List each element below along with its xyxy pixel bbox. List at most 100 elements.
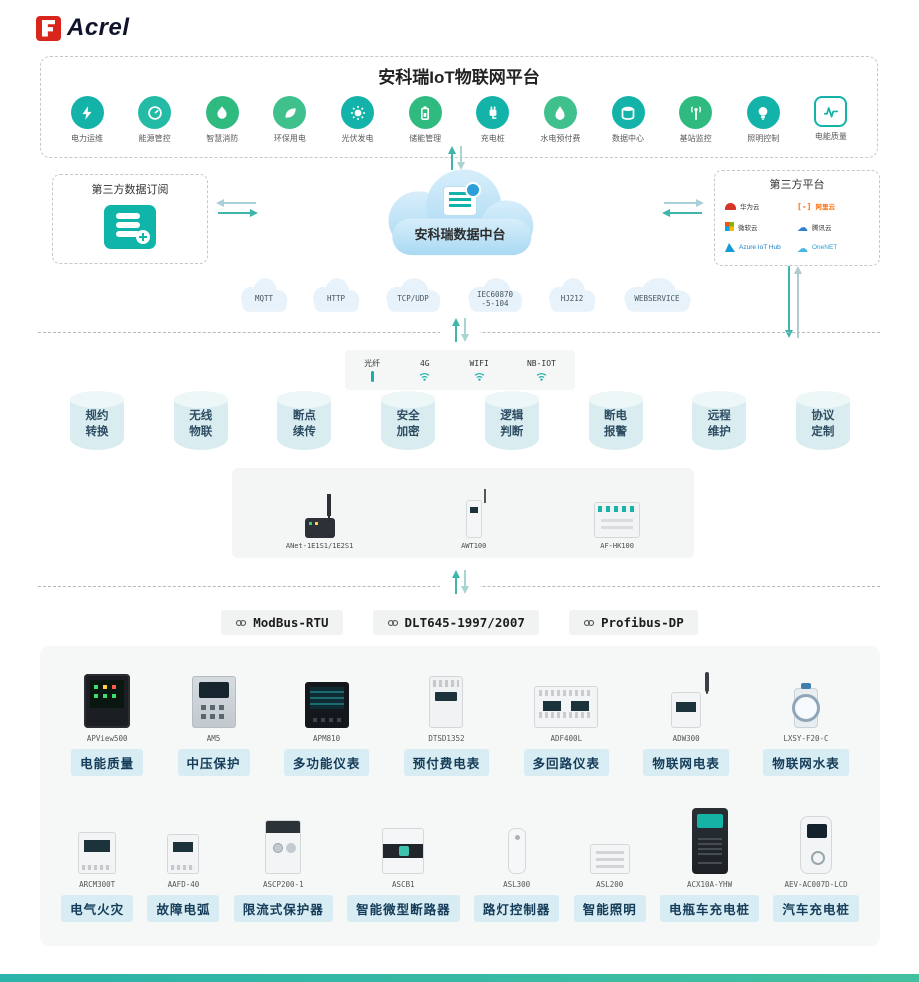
device-model: ARCM300T [79,880,116,889]
device-model: ACX10A-YHW [686,880,733,889]
updown-arrow-icon [440,316,480,349]
provider-microsoft: 微软云 [725,217,797,238]
platform-app: 光伏发电 [328,96,388,144]
device-image-apm810 [304,682,349,728]
device-model: ASCP200-1 [262,880,304,889]
device-card: AAFD-40 故障电弧 [147,808,220,922]
bus-protocols-row: ModBus-RTU DLT645-1997/2007 Profibus-DP [0,610,919,635]
capability-cylinder: 断电报警 [588,391,643,450]
platform-app: 智慧消防 [192,96,252,144]
protocol-cloud: MQTT [234,276,294,316]
platform-app: 照明控制 [733,96,793,144]
device-image-asl200 [589,844,630,874]
device-image-adf400l [534,686,599,728]
device-model: AAFD-40 [167,880,200,889]
device-label: 电瓶车充电桩 [660,895,760,922]
connectivity-fiber: 光纤 [364,358,380,383]
device-image-aev-ac007d-lcd [800,816,833,874]
device-model: ASCB1 [392,880,415,889]
acrel-logo: Acrel [36,14,130,42]
provider-name: 阿里云 [815,204,835,212]
protocol-cloud: IEC60870 -5-104 [460,276,530,316]
gateway-anet: ANet-1E1S1/1E2S1 [286,486,353,550]
provider-name: Azure IoT Hub [739,244,781,252]
pv-generation-icon [341,96,374,129]
device-image-ascb1 [382,828,425,874]
device-label: 智能微型断路器 [347,895,460,922]
device-image-arcm300t [78,832,117,874]
device-model: ASL200 [596,880,624,889]
device-card: APView500 电能质量 [71,662,144,776]
platform-app: 储能管理 [395,96,455,144]
tencent-cloud-logo [797,218,808,236]
device-image-asl300 [507,828,526,874]
device-label: 物联网水表 [763,749,849,776]
alibaba-cloud-logo: [-] [797,201,812,211]
provider-onenet: OneNET [797,237,869,258]
server-icon [443,182,481,216]
third-party-platform-title: 第三方平台 [769,179,825,191]
device-label: 物联网电表 [643,749,729,776]
platform-providers: 华为云 微软云 Azure IoT Hub [-] 阿里云 腾讯云 OneNET [715,192,879,262]
platform-box: 安科瑞IoT物联网平台 电力运维 能源管控 智慧消防 环保用电 光伏发电 [40,56,878,158]
prepay-icon [543,96,577,129]
updown-arrow-icon [444,144,468,177]
device-model: LXSY-F20-C [783,734,829,743]
microsoft-cloud-logo [725,222,734,232]
protocol-cloud: WEBSERVICE [614,276,700,316]
device-card: ADF400L 多回路仪表 [523,662,610,776]
data-hub-cloud: 安科瑞数据中台 [366,164,554,266]
device-image-am5 [191,676,236,728]
footer-bar [0,974,919,982]
provider-name: 微软云 [738,224,758,232]
platform-app: 能源管控 [125,96,185,144]
devices-row-1: APView500 电能质量 AM5 中压保护 APM810 多功能仪表 DTS… [40,662,880,776]
capability-cylinder: 逻辑判断 [484,391,539,450]
capability-cylinder: 无线物联 [173,391,228,450]
device-label: 智能照明 [573,895,646,922]
platform-apps: 电力运维 能源管控 智慧消防 环保用电 光伏发电 储能管理 [41,88,877,144]
device-model: AEV-AC007D-LCD [784,880,848,889]
device-card: DTSD1352 预付费电表 [403,662,490,776]
platform-app: 环保用电 [260,96,320,144]
lighting-icon [746,96,780,129]
device-label: 汽车充电桩 [773,895,859,922]
device-model: ADW300 [672,734,700,743]
platform-app: 充电桩 [463,96,523,144]
device-image-lxsy-f20-c [791,683,820,728]
database-plus-icon [104,205,156,249]
device-image-acx10a-yhw [691,808,728,874]
device-image-anet [304,498,335,538]
device-model: APView500 [86,734,128,743]
device-label: 多功能仪表 [283,749,370,776]
protocol-link-icon [583,617,595,629]
device-card: ASCB1 智能微型断路器 [347,808,460,922]
power-quality-icon [814,96,848,127]
device-model: ADF400L [550,734,583,743]
wifi-icon [418,370,431,382]
device-label: 电能质量 [71,749,144,776]
provider-azure: Azure IoT Hub [725,237,797,258]
onenet-logo [797,239,808,257]
datacenter-icon [611,96,645,129]
device-image-apview500 [84,674,131,728]
platform-title: 安科瑞IoT物联网平台 [378,68,540,87]
capability-cylinder: 规约转换 [70,391,124,450]
bus-protocol-chip: Profibus-DP [568,610,698,635]
capability-cylinder: 协议定制 [795,391,850,450]
connectivity-4g: 4G [418,359,431,382]
device-image-dtsd1352 [429,676,464,728]
fire-safety-icon [205,96,239,129]
capabilities-row: 规约转换 无线物联 断点续传 安全加密 逻辑判断 断电报警 远程维护 协议定制 [70,391,850,450]
protocol-clouds-row: MQTT HTTP TCP/UDP IEC60870 -5-104 HJ212 … [234,276,700,316]
device-card: APM810 多功能仪表 [283,662,370,776]
devices-row-2: ARCM300T 电气火灾 AAFD-40 故障电弧 ASCP200-1 限流式… [40,808,880,922]
eco-power-icon [273,96,307,129]
protocol-cloud: TCP/UDP [378,276,448,316]
power-om-icon [70,96,104,129]
azure-iot-hub-logo [725,243,735,253]
data-hub-title: 安科瑞数据中台 [414,227,506,242]
platform-app: 电力运维 [57,96,117,144]
device-label: 限流式保护器 [233,895,333,922]
